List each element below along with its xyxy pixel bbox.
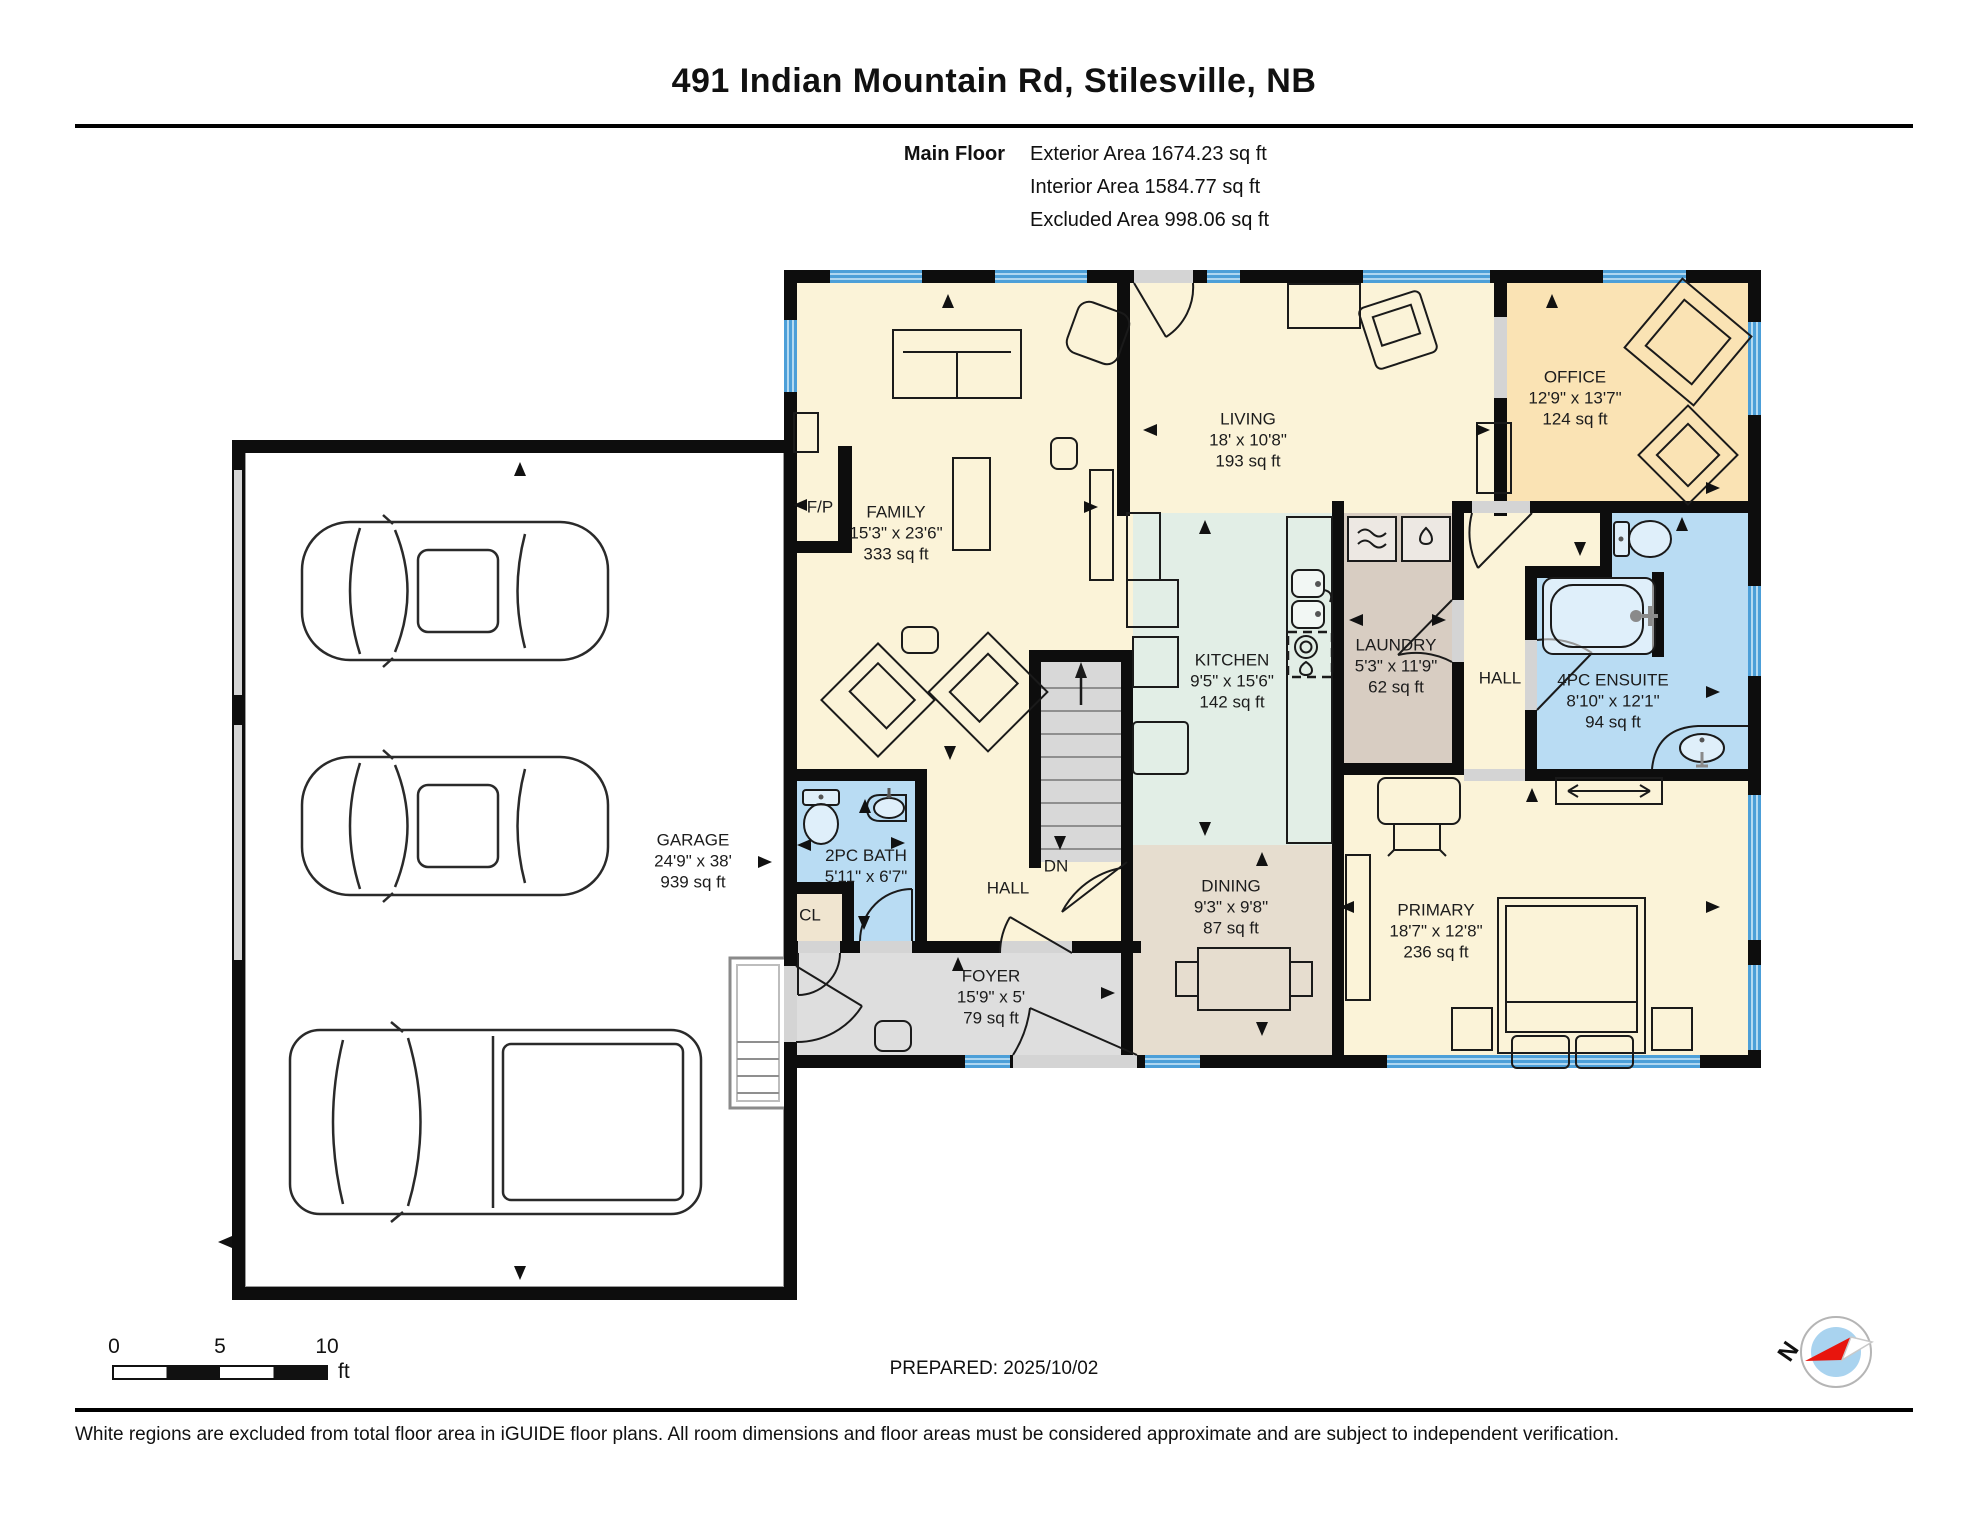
toilet-icon bbox=[1613, 520, 1672, 558]
footer-divider bbox=[75, 1408, 1913, 1412]
furniture-foyer bbox=[874, 1020, 912, 1052]
compass-needle-south bbox=[1840, 1336, 1874, 1362]
dishwasher-icon bbox=[1286, 630, 1334, 679]
room-fills bbox=[244, 270, 1761, 1288]
bath-toilet-icon bbox=[802, 789, 840, 845]
ensuite-sink-icon bbox=[1651, 725, 1748, 770]
kitchen-floor bbox=[1133, 513, 1332, 845]
furniture-living bbox=[1287, 283, 1512, 494]
bath-sink-icon bbox=[865, 788, 907, 822]
porch-steps bbox=[728, 956, 788, 1110]
washer-icon bbox=[1347, 516, 1397, 562]
stairs-down-label: DN bbox=[1043, 856, 1069, 876]
prepared-date: PREPARED: 2025/10/02 bbox=[889, 1358, 1099, 1379]
fireplace-label: F/P bbox=[806, 497, 834, 517]
bed-icon bbox=[1497, 897, 1646, 1069]
office-floor bbox=[1507, 283, 1748, 513]
room-label-closet: CL bbox=[799, 905, 821, 925]
dining-floor bbox=[1133, 845, 1332, 1055]
room-label-hall-lower: HALL bbox=[986, 878, 1030, 898]
page-title: 491 Indian Mountain Rd, Stilesville, NB bbox=[671, 62, 1317, 100]
bathtub-icon bbox=[1542, 577, 1658, 655]
scale-bar-graphic bbox=[112, 1365, 328, 1380]
furniture-kitchen bbox=[1126, 512, 1334, 844]
room-label-hall-upper: HALL bbox=[1478, 668, 1522, 688]
scale-tick-0: 0 bbox=[108, 1335, 120, 1358]
scale-unit: ft bbox=[338, 1360, 350, 1383]
excluded-area: Excluded Area 998.06 sq ft bbox=[1030, 209, 1270, 231]
windows bbox=[784, 270, 1761, 1068]
door-openings bbox=[234, 270, 1537, 1068]
furniture-primary bbox=[1345, 777, 1693, 1069]
car-icon bbox=[300, 514, 610, 668]
header-divider bbox=[75, 124, 1913, 128]
direction-markers bbox=[218, 294, 1720, 1280]
scale-tick-5: 5 bbox=[214, 1335, 226, 1358]
furniture-office bbox=[1623, 277, 1753, 506]
car-icon bbox=[300, 749, 610, 903]
stairs-graphic bbox=[1041, 662, 1121, 850]
furniture-family bbox=[793, 300, 1131, 758]
floor-name: Main Floor bbox=[903, 143, 1005, 165]
scale-tick-10: 10 bbox=[315, 1335, 339, 1358]
dresser-icon bbox=[1345, 854, 1371, 1001]
kitchen-sink-icon bbox=[1291, 569, 1333, 629]
dryer-icon bbox=[1401, 516, 1451, 562]
truck-icon bbox=[288, 1021, 703, 1223]
door-swings bbox=[795, 282, 1593, 1056]
interior-area: Interior Area 1584.77 sq ft bbox=[1030, 176, 1261, 198]
vehicles bbox=[288, 514, 703, 1223]
furniture-dining bbox=[1175, 947, 1313, 1011]
furniture-ensuite bbox=[1542, 520, 1748, 770]
bench-icon bbox=[1555, 777, 1663, 805]
compass-needle-north bbox=[1805, 1337, 1851, 1361]
compass-icon bbox=[1800, 1316, 1874, 1388]
closet-floor bbox=[796, 894, 842, 941]
disclaimer-text: White regions are excluded from total fl… bbox=[75, 1424, 1620, 1445]
furniture-laundry bbox=[1347, 516, 1451, 562]
exterior-area: Exterior Area 1674.23 sq ft bbox=[1030, 143, 1267, 165]
furniture-bath bbox=[802, 788, 907, 845]
desk-chair-icon bbox=[1393, 823, 1441, 851]
